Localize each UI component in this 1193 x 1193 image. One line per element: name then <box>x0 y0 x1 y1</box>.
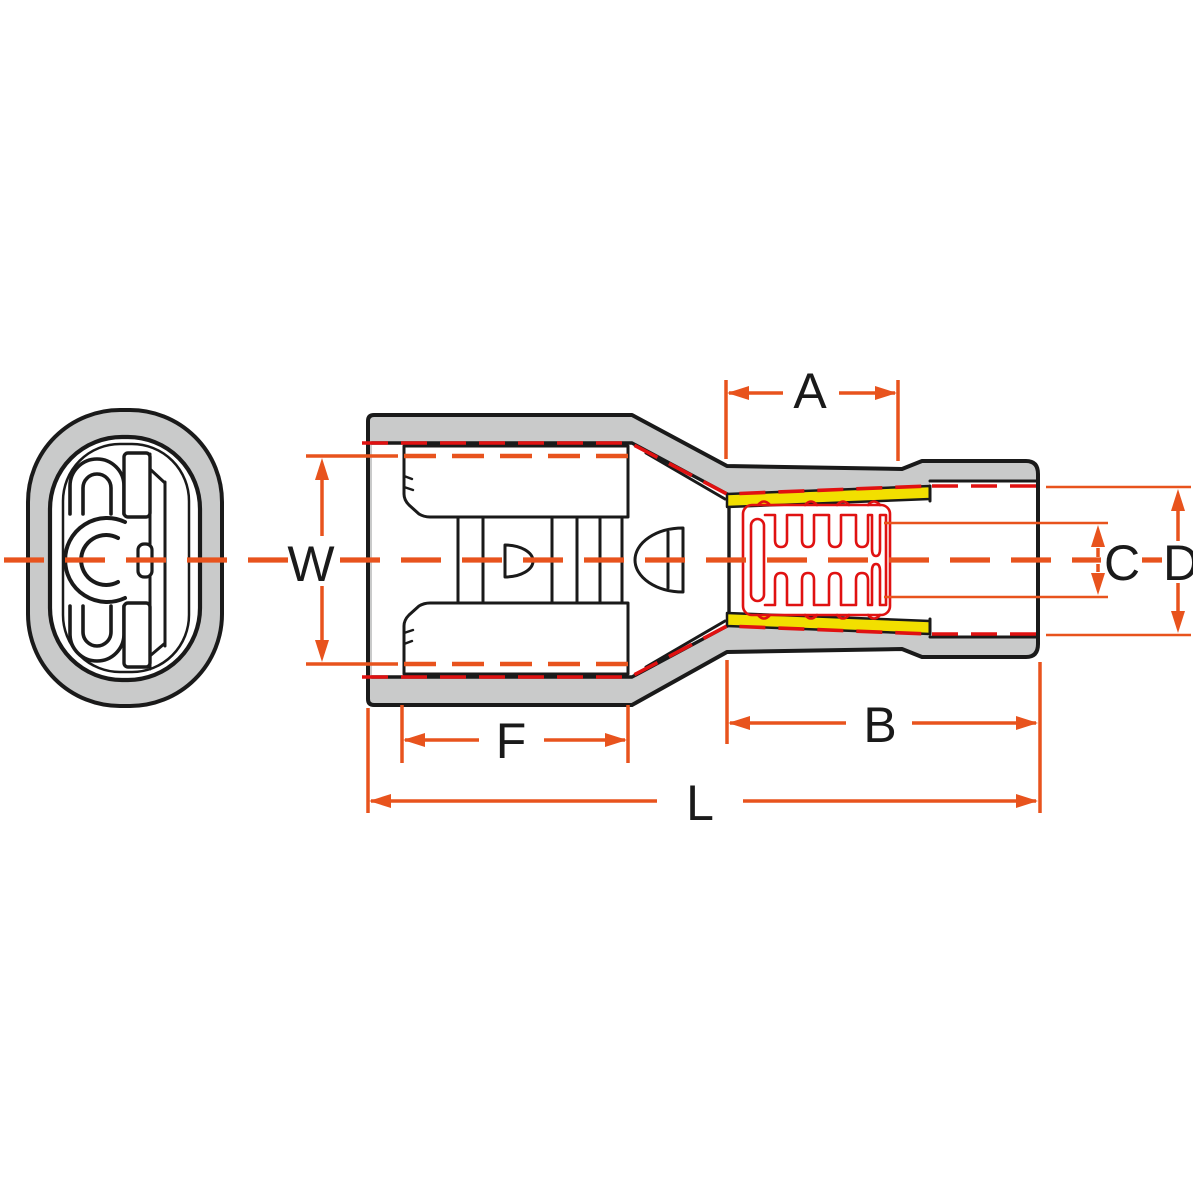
end-view-top-contact-slab <box>122 451 152 519</box>
wire-strands-top <box>763 513 888 558</box>
lance-tick <box>402 474 414 481</box>
dimension-label-c: C <box>1104 535 1140 591</box>
end-view-seam-chamfer-bottom <box>149 642 166 657</box>
arrowhead-down-icon <box>1091 573 1105 595</box>
dimension-label-w: W <box>287 536 335 592</box>
arrowhead-left-icon <box>403 733 425 747</box>
lance-tick <box>402 639 414 646</box>
lance-tick <box>402 485 415 492</box>
end-view-bottom-contact-slab <box>122 601 152 669</box>
dimension-d: D <box>1046 485 1193 637</box>
arrowhead-right-icon <box>605 733 627 747</box>
wire-strand-loop <box>749 517 766 603</box>
dimension-label-b: B <box>863 697 896 753</box>
arrowhead-down-icon <box>315 640 329 662</box>
dimension-c: C <box>884 521 1140 599</box>
contact-leaf-bottom <box>402 601 630 676</box>
hidden-line-bottom <box>362 624 1042 679</box>
arrowhead-left-icon <box>727 386 749 400</box>
dimension-b: B <box>725 660 1038 753</box>
taper-fold-line-bottom <box>644 619 727 669</box>
arrowhead-right-icon <box>875 386 897 400</box>
dimension-w-references <box>306 453 632 667</box>
hidden-line-top <box>362 441 1042 496</box>
lance-tick <box>402 628 415 635</box>
connector-side-view <box>362 413 1042 707</box>
crimp-bumps-bottom <box>756 613 882 620</box>
arrowhead-up-icon <box>1171 489 1185 511</box>
crimp-bumps-top <box>756 500 882 507</box>
dimension-label-a: A <box>793 363 827 419</box>
dimension-l: L <box>366 662 1042 831</box>
dimension-label-d: D <box>1163 535 1193 591</box>
arrowhead-left-icon <box>728 716 750 730</box>
arrowhead-up-icon <box>1091 525 1105 547</box>
end-view-seam-chamfer-top <box>149 468 167 485</box>
arrowhead-down-icon <box>1171 611 1185 633</box>
arrowhead-left-icon <box>369 794 391 808</box>
arrowhead-up-icon <box>315 458 329 480</box>
dimension-label-f: F <box>496 713 527 769</box>
dimension-a: A <box>724 363 900 461</box>
contact-leaf-top <box>402 444 630 519</box>
taper-fold-line-top <box>644 451 727 501</box>
dimension-label-l: L <box>686 775 714 831</box>
dimension-w: W <box>287 458 335 662</box>
arrowhead-right-icon <box>1016 716 1038 730</box>
arrowhead-right-icon <box>1016 794 1038 808</box>
dimension-f: F <box>400 705 630 769</box>
wire-strands-bottom <box>763 562 888 607</box>
